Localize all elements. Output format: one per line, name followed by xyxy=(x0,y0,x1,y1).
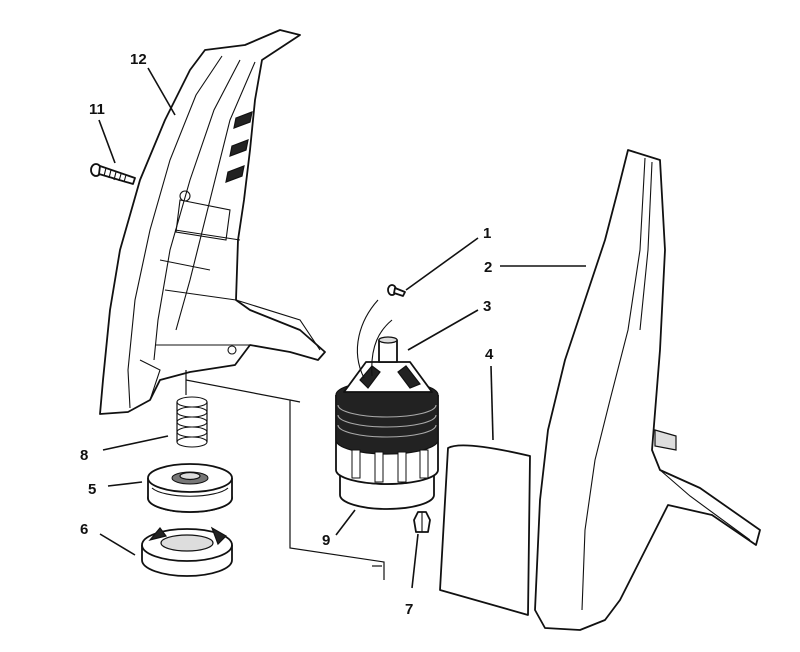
label-plate-part-4 xyxy=(439,444,531,616)
callout-2: 2 xyxy=(484,259,492,276)
callout-12: 12 xyxy=(130,51,147,68)
callout-7: 7 xyxy=(405,601,413,618)
callout-1: 1 xyxy=(483,225,491,242)
callout-4: 4 xyxy=(485,346,494,363)
screw-part-11 xyxy=(90,163,136,185)
spool-cap-part-6 xyxy=(141,526,233,577)
callout-6: 6 xyxy=(80,521,88,538)
callout-8: 8 xyxy=(80,447,88,464)
housing-left-half xyxy=(99,29,326,415)
terminal-part-7 xyxy=(413,511,431,533)
motor-part-9 xyxy=(335,299,439,510)
leader-lines xyxy=(98,67,586,589)
callout-3: 3 xyxy=(483,298,491,315)
callout-9: 9 xyxy=(322,532,330,549)
alignment-guides xyxy=(185,370,385,580)
spool-part-5 xyxy=(147,463,233,513)
small-screw-part-1 xyxy=(387,284,406,297)
callout-11: 11 xyxy=(89,101,105,118)
callout-5: 5 xyxy=(88,481,96,498)
housing-right-half xyxy=(534,149,761,631)
spring-part-8 xyxy=(176,396,208,448)
callout-labels: 1 2 3 4 5 6 7 8 9 11 12 xyxy=(80,51,494,618)
